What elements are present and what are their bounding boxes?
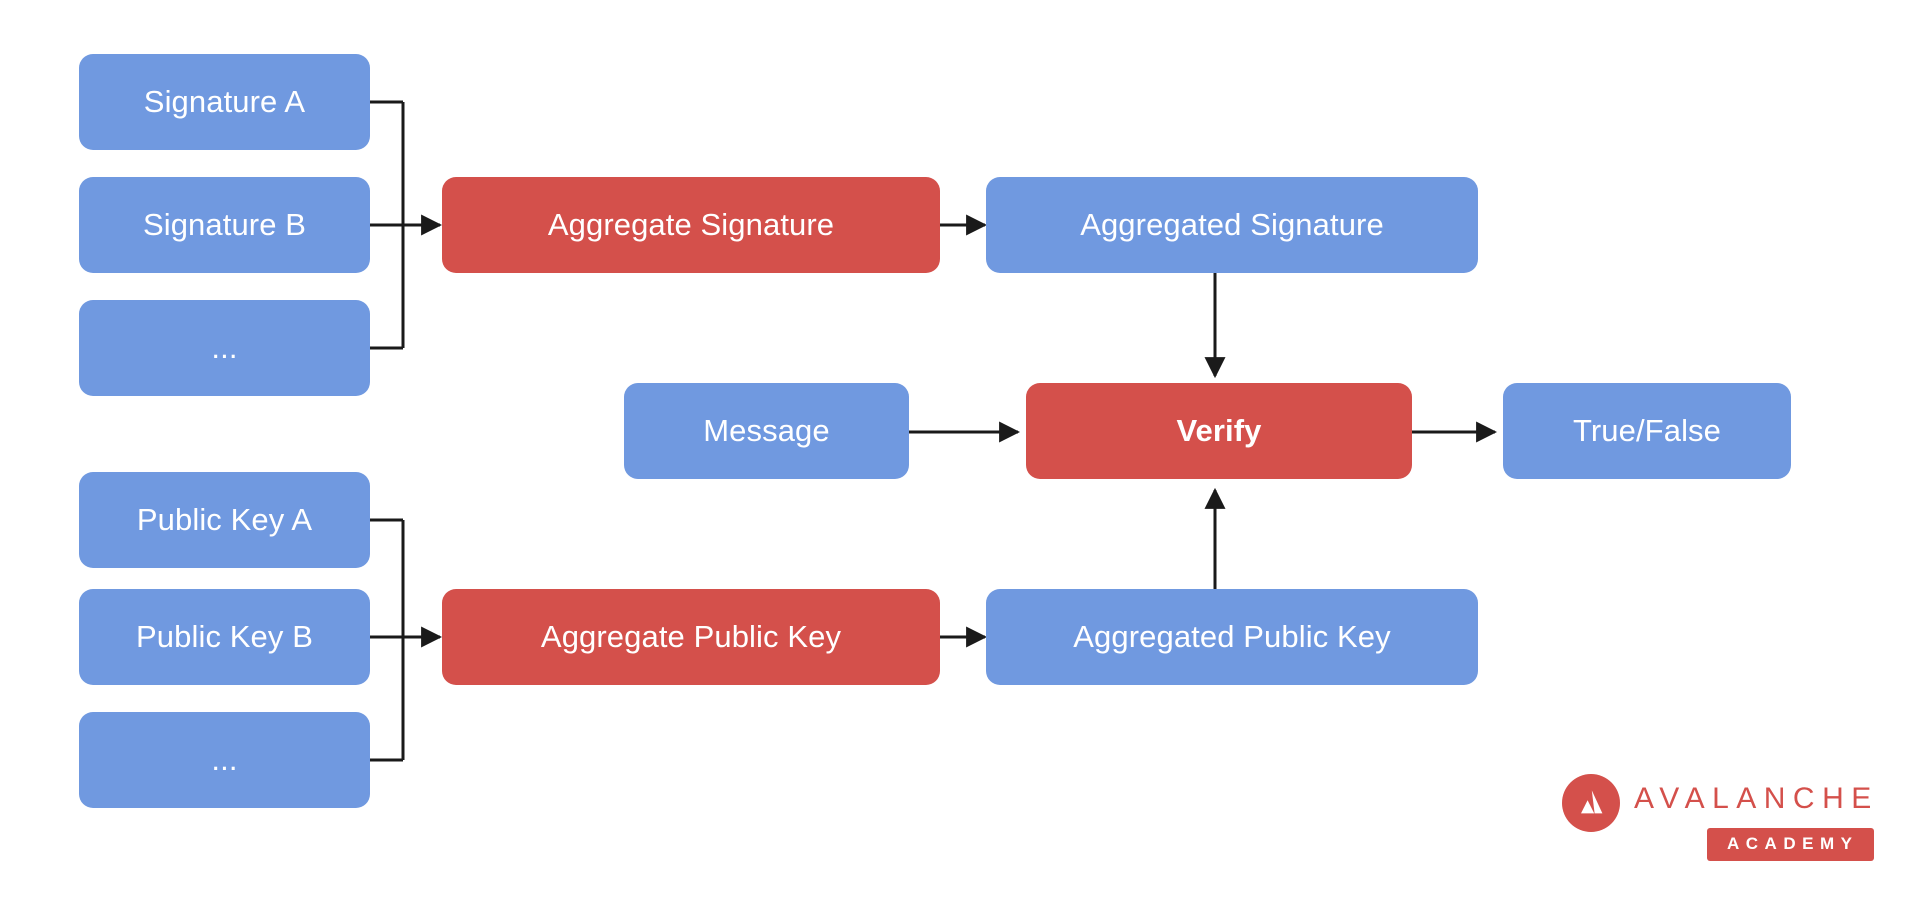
node-aggregate-public-key[interactable]: Aggregate Public Key [442, 589, 940, 685]
avalanche-academy-logo: AVALANCHE ACADEMY [1562, 772, 1882, 864]
node-public-key-more-label: ... [211, 741, 238, 777]
node-aggregate-signature-label: Aggregate Signature [547, 206, 835, 242]
node-public-key-b-label: Public Key B [136, 618, 313, 654]
node-public-key-a-label: Public Key A [136, 501, 313, 537]
node-signature-b[interactable]: Signature B [79, 177, 370, 273]
node-signature-b-label: Signature B [142, 206, 307, 242]
node-message-label: Message [703, 412, 830, 448]
node-verify-label: Verify [1176, 412, 1262, 448]
academy-badge: ACADEMY [1707, 828, 1875, 861]
node-message[interactable]: Message [624, 383, 909, 479]
node-signature-more[interactable]: ... [79, 300, 370, 396]
node-signature-a[interactable]: Signature A [79, 54, 370, 150]
node-signature-more-label: ... [211, 329, 238, 365]
node-true-false-label: True/False [1572, 412, 1721, 448]
node-signature-a-label: Signature A [143, 83, 306, 119]
node-aggregated-public-key-label: Aggregated Public Key [1073, 618, 1391, 654]
node-aggregated-signature-label: Aggregated Signature [1080, 206, 1384, 242]
node-aggregate-public-key-label: Aggregate Public Key [540, 618, 842, 654]
node-public-key-b[interactable]: Public Key B [79, 589, 370, 685]
node-true-false[interactable]: True/False [1503, 383, 1791, 479]
node-public-key-a[interactable]: Public Key A [79, 472, 370, 568]
academy-badge-label: ACADEMY [1727, 834, 1859, 853]
node-public-key-more[interactable]: ... [79, 712, 370, 808]
avalanche-circle-icon [1562, 774, 1620, 832]
node-aggregated-public-key[interactable]: Aggregated Public Key [986, 589, 1478, 685]
avalanche-wordmark: AVALANCHE [1634, 782, 1879, 815]
node-aggregate-signature[interactable]: Aggregate Signature [442, 177, 940, 273]
node-aggregated-signature[interactable]: Aggregated Signature [986, 177, 1478, 273]
node-verify[interactable]: Verify [1026, 383, 1412, 479]
